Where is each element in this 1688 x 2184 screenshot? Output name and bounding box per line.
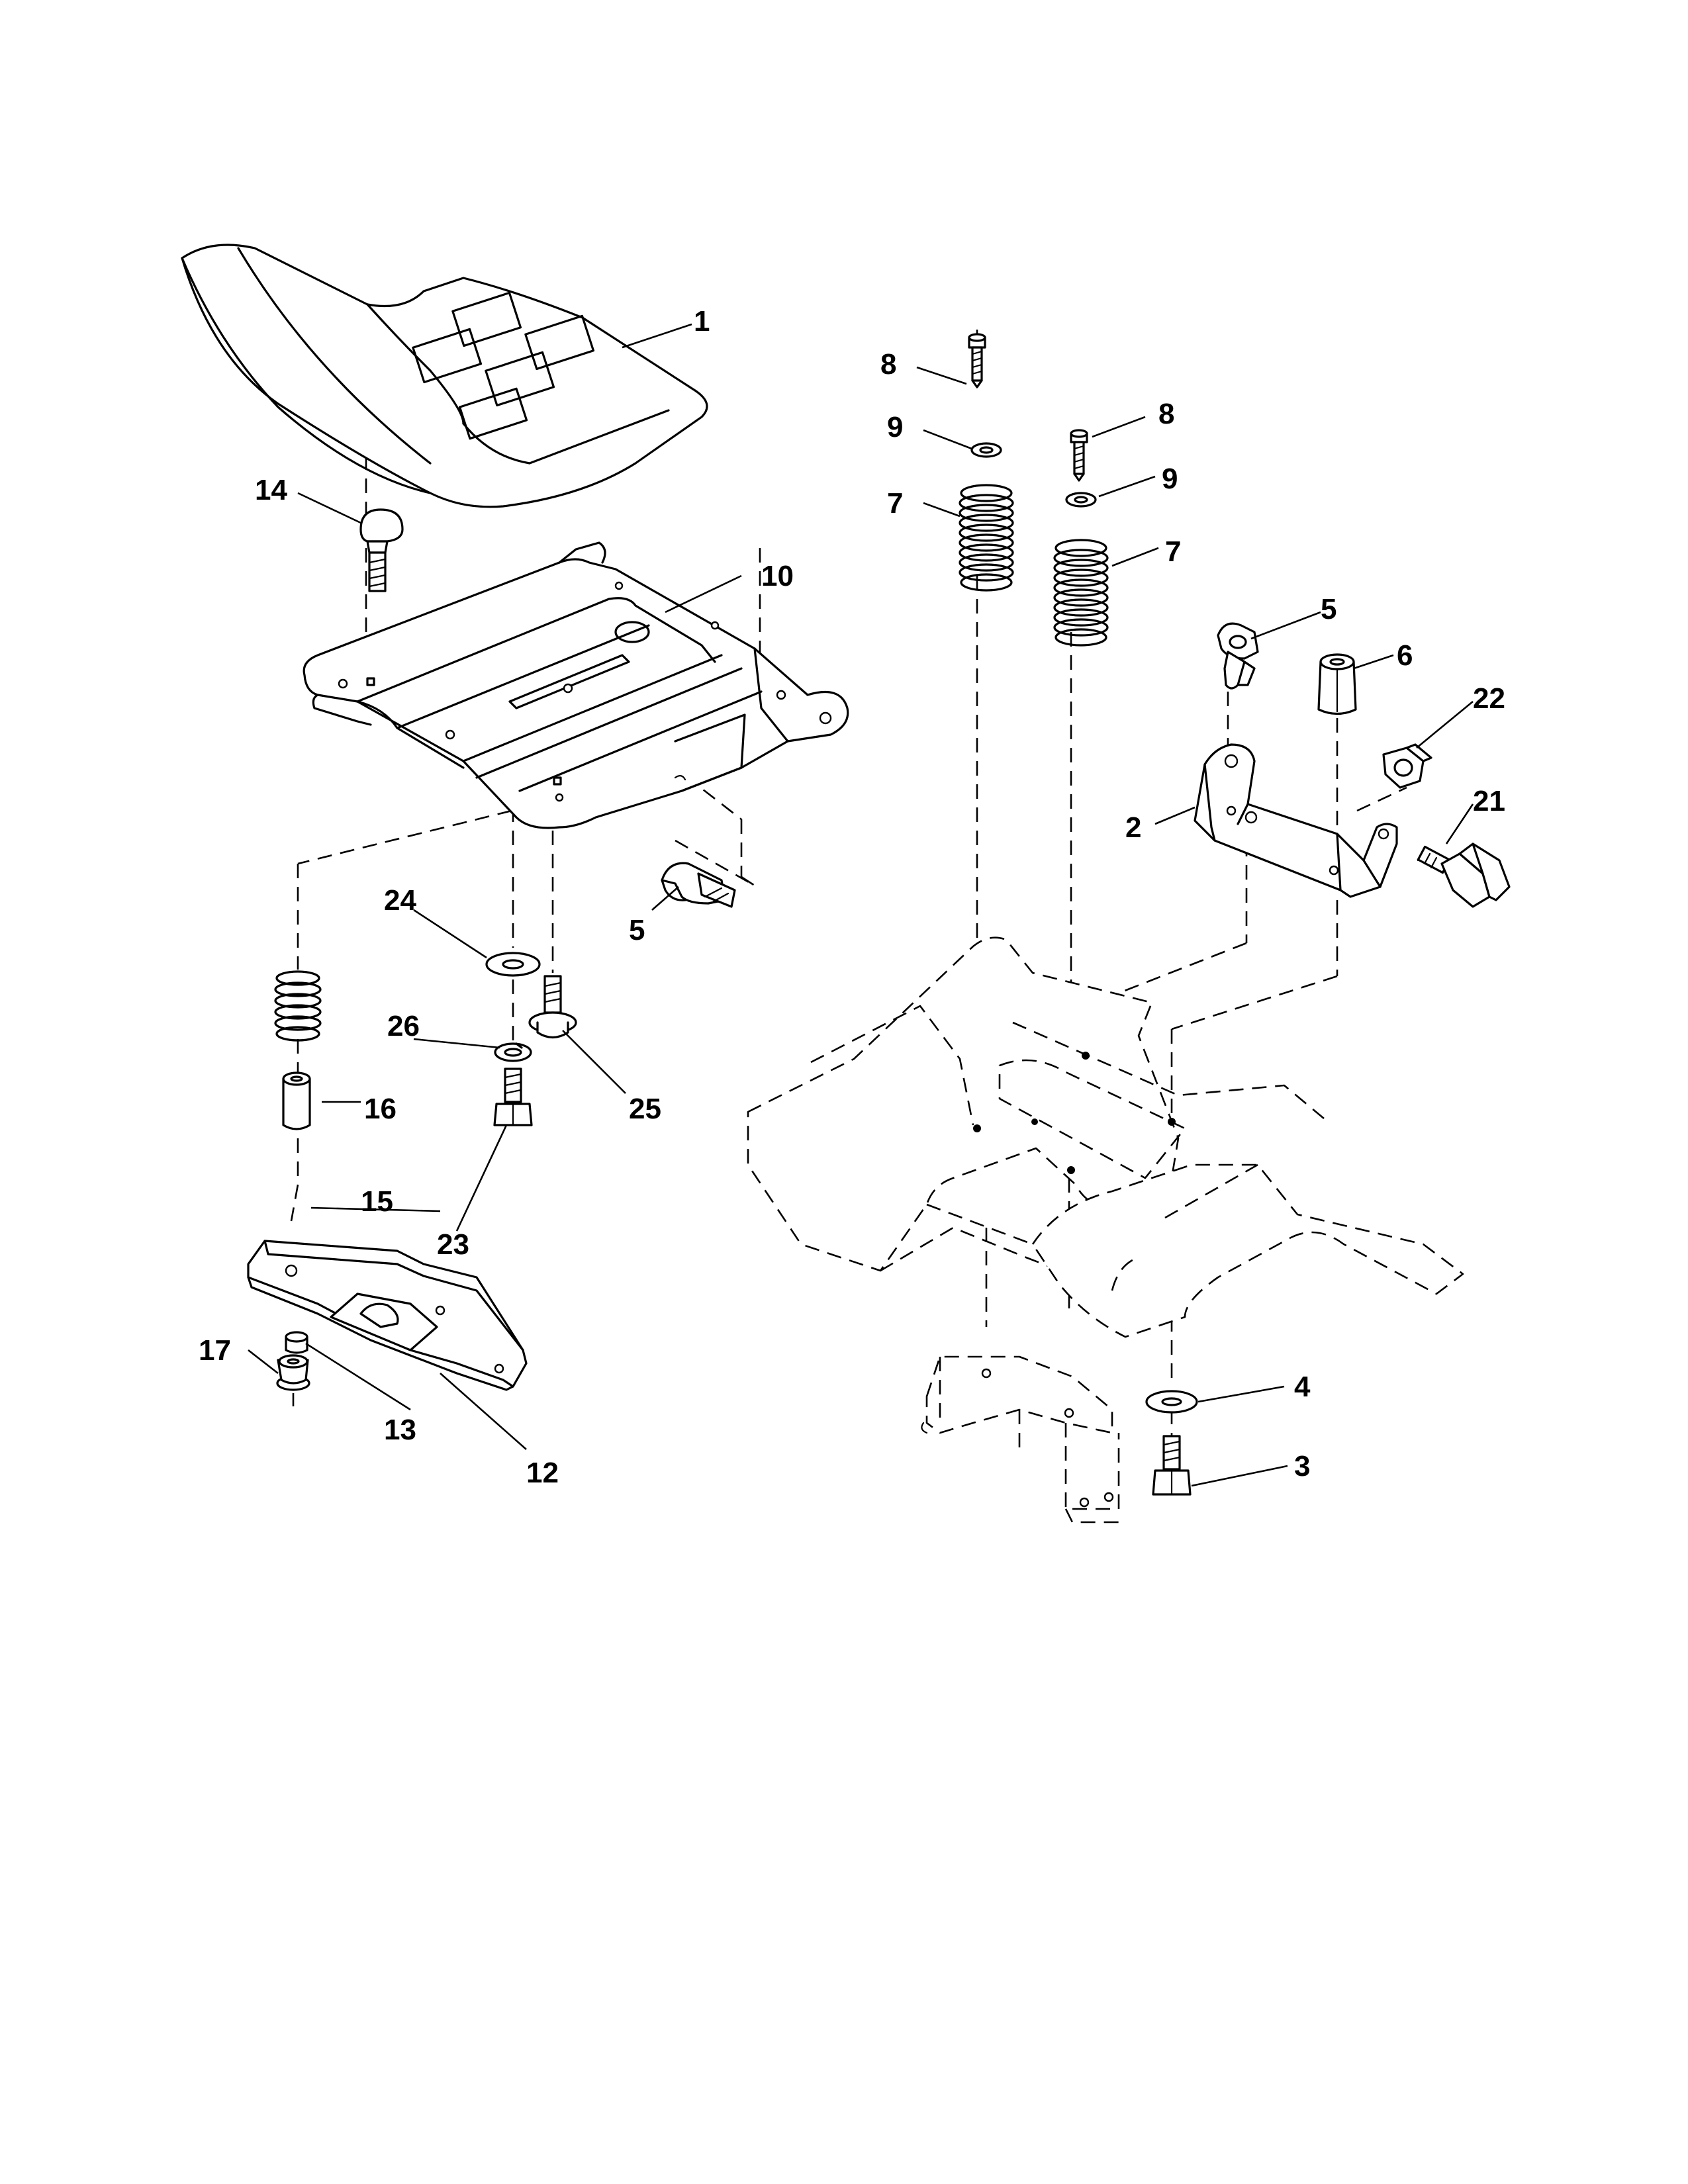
clip-icon [661,862,736,908]
cross-member-phantom [921,1355,1125,1524]
callout-5: 5 [1321,593,1336,625]
spring-icon [274,970,322,1042]
callout-16: 16 [364,1093,397,1125]
callout-24: 24 [384,884,416,917]
lock-washer-icon [494,1042,532,1062]
nut-icon [1382,743,1432,789]
spring-icon [1053,539,1109,647]
callout-3: 3 [1294,1450,1310,1482]
bolt-icon [493,1068,533,1126]
callout-5: 5 [629,914,645,946]
callout-7: 7 [1165,535,1181,568]
callout-8: 8 [1158,398,1174,430]
washer-icon [1065,492,1097,508]
callout-13: 13 [384,1414,416,1446]
callout-labels: 1 14 10 8 9 7 8 9 7 5 6 22 21 2 5 24 26 … [199,305,1505,1489]
plate-icon [247,1240,528,1391]
washer-icon [485,952,541,977]
callout-6: 6 [1397,639,1413,672]
shoulder-bolt-icon [1417,842,1511,908]
callout-23: 23 [437,1228,469,1261]
bushing-icon [282,1071,311,1130]
callout-22: 22 [1473,682,1505,715]
frame-phantom [747,936,1464,1338]
leader-lines [248,323,1474,1487]
bracket-icon [1194,743,1398,898]
nut-icon [1317,653,1357,715]
bolt-icon [528,975,577,1039]
callout-8: 8 [880,348,896,381]
clip-icon [1217,622,1259,690]
callout-10: 10 [761,560,794,592]
callout-26: 26 [387,1010,420,1042]
washer-icon [1145,1390,1198,1414]
seat-pan-icon [303,541,849,829]
callout-14: 14 [255,474,287,506]
callout-9: 9 [1162,463,1178,495]
callout-17: 17 [199,1334,231,1367]
callout-25: 25 [629,1093,661,1125]
bolt-icon [1152,1435,1192,1496]
callout-1: 1 [694,305,710,338]
seat-icon [181,244,708,508]
screw-icon [1070,429,1088,482]
frame-holes [973,1052,1176,1174]
washer-icon [970,442,1002,458]
nut-icon [276,1354,310,1406]
callout-15: 15 [361,1185,393,1218]
spacer-icon [285,1331,308,1354]
carriage-bolt-icon [359,508,404,592]
callout-4: 4 [1294,1371,1311,1403]
callout-7: 7 [887,487,903,520]
spring-icon [959,484,1014,592]
callout-9: 9 [887,411,903,443]
screw-icon [968,333,986,388]
callout-12: 12 [526,1457,559,1489]
callout-2: 2 [1125,811,1141,844]
callout-21: 21 [1473,785,1505,817]
